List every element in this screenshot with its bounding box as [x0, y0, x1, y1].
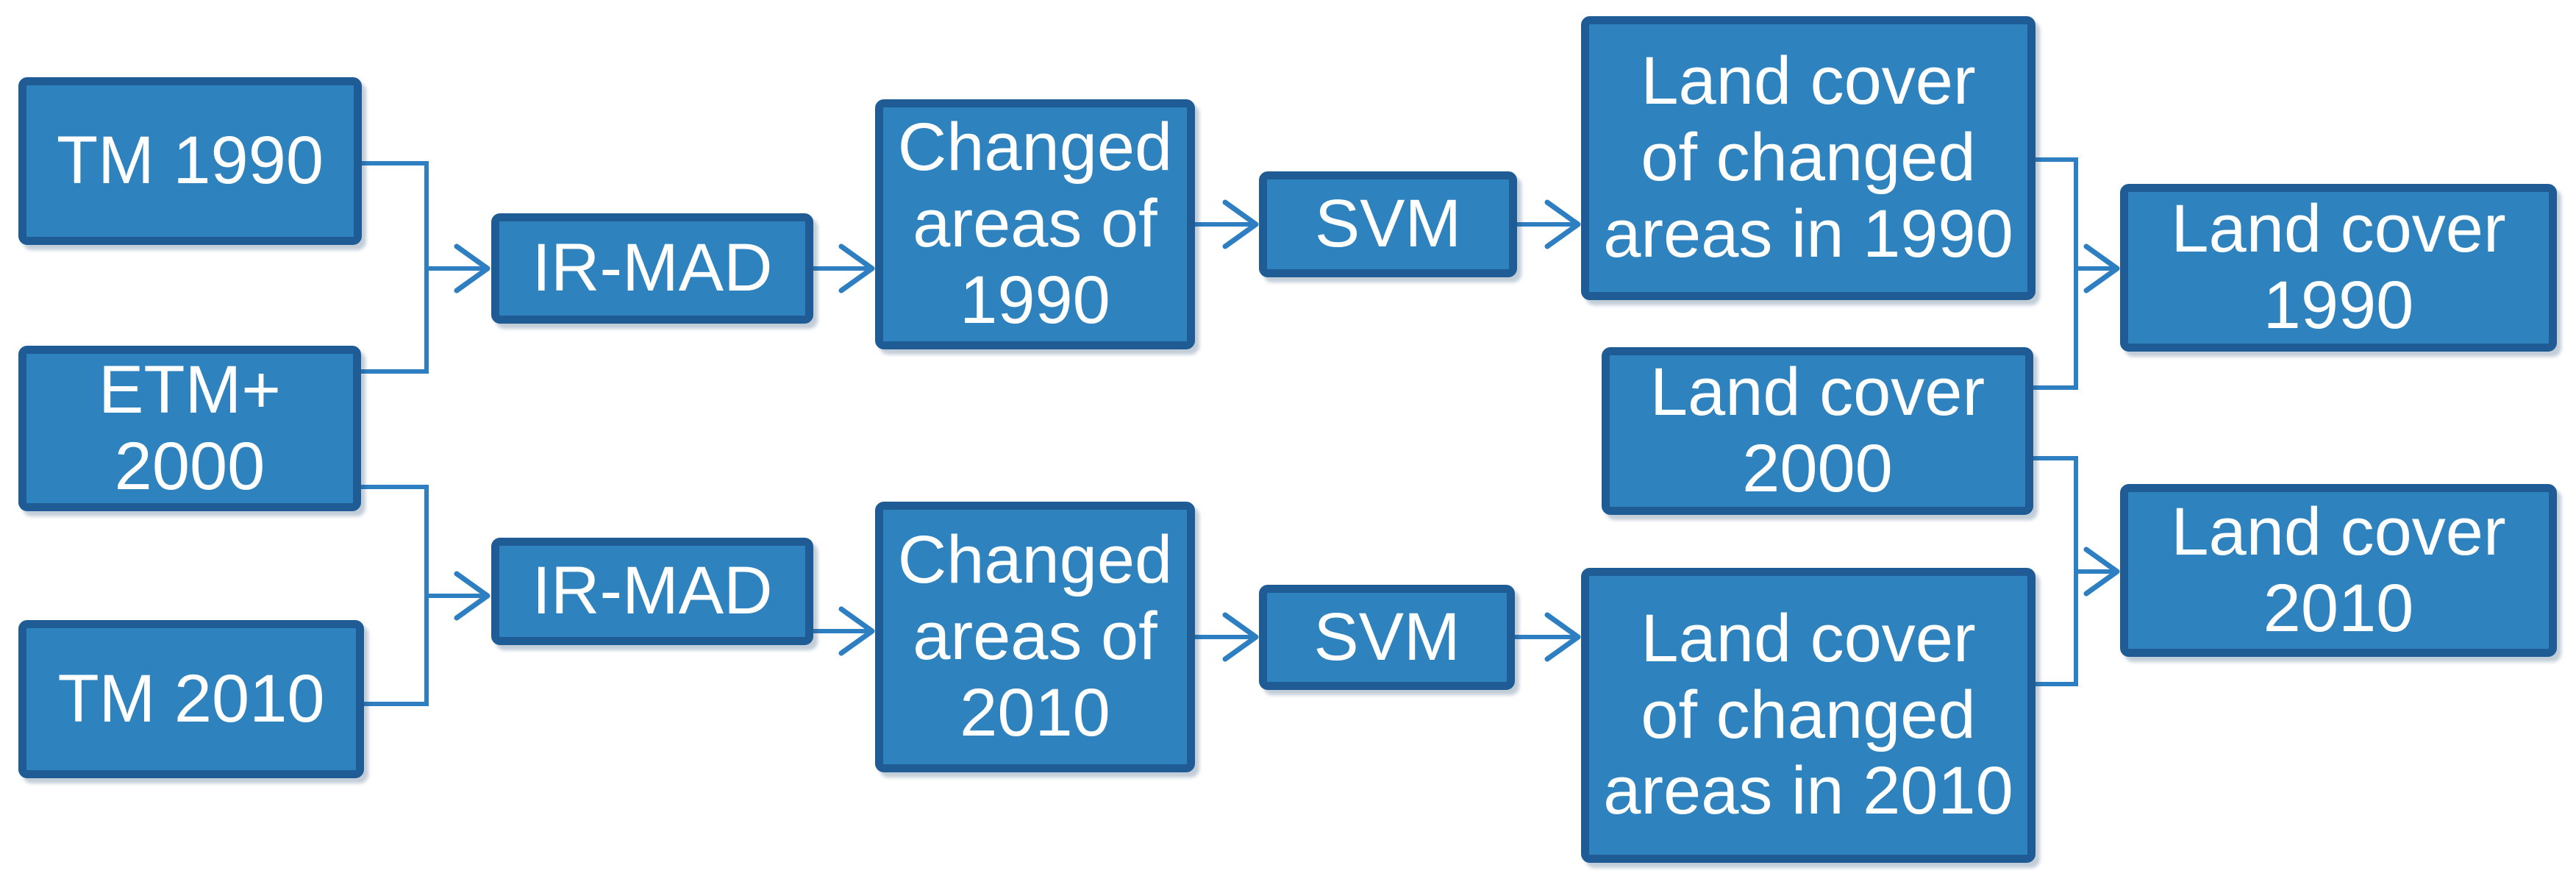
node-svm-top: SVM [1259, 171, 1517, 277]
arrowhead-icon [2083, 547, 2120, 597]
node-land-cover-changed-1990: Land cover of changed areas in 1990 [1581, 16, 2036, 300]
node-tm-2010: TM 2010 [18, 620, 364, 778]
node-ir-mad-top: IR-MAD [491, 213, 813, 324]
arrowhead-icon [1222, 199, 1259, 249]
arrowhead-icon [838, 243, 875, 293]
edge-changed-areas-2010-to-svm-bottom [1195, 612, 1259, 662]
node-ir-mad-bottom: IR-MAD [491, 538, 813, 645]
node-changed-areas-1990: Changed areas of 1990 [875, 99, 1195, 349]
arrowhead-icon [454, 243, 490, 293]
arrowhead-icon [454, 571, 490, 621]
arrowhead-icon [1544, 199, 1581, 249]
node-tm-1990: TM 1990 [18, 77, 362, 245]
edge-changed-areas-1990-to-svm-top [1195, 199, 1259, 249]
edge-svm-bottom-to-land-cover-changed-2010 [1515, 612, 1581, 662]
edge-ir-mad-top-to-changed-areas-1990 [813, 243, 875, 293]
edge-merge-etm2000-tm2010-to-ir-mad-bottom [360, 485, 490, 706]
edge-ir-mad-bottom-to-changed-areas-2010 [813, 606, 875, 656]
arrowhead-icon [838, 606, 875, 656]
edge-svm-top-to-land-cover-changed-1990 [1517, 199, 1581, 249]
node-land-cover-1990: Land cover 1990 [2120, 184, 2557, 352]
edge-merge-tm1990-etm2000-to-ir-mad-top [360, 161, 490, 374]
node-changed-areas-2010: Changed areas of 2010 [875, 502, 1195, 772]
arrowhead-icon [1544, 612, 1581, 662]
node-land-cover-2000: Land cover 2000 [1602, 347, 2033, 515]
edge-merge-changed1990-lc2000-to-land-cover-1990 [2033, 157, 2120, 390]
edge-merge-lc2000-changed2010-to-land-cover-2010 [2033, 456, 2120, 686]
node-land-cover-2010: Land cover 2010 [2120, 484, 2557, 657]
node-land-cover-changed-2010: Land cover of changed areas in 2010 [1581, 568, 2036, 863]
node-etm-2000: ETM+ 2000 [18, 346, 361, 511]
arrowhead-icon [2083, 243, 2120, 293]
arrowhead-icon [1222, 612, 1259, 662]
node-svm-bottom: SVM [1259, 585, 1515, 690]
